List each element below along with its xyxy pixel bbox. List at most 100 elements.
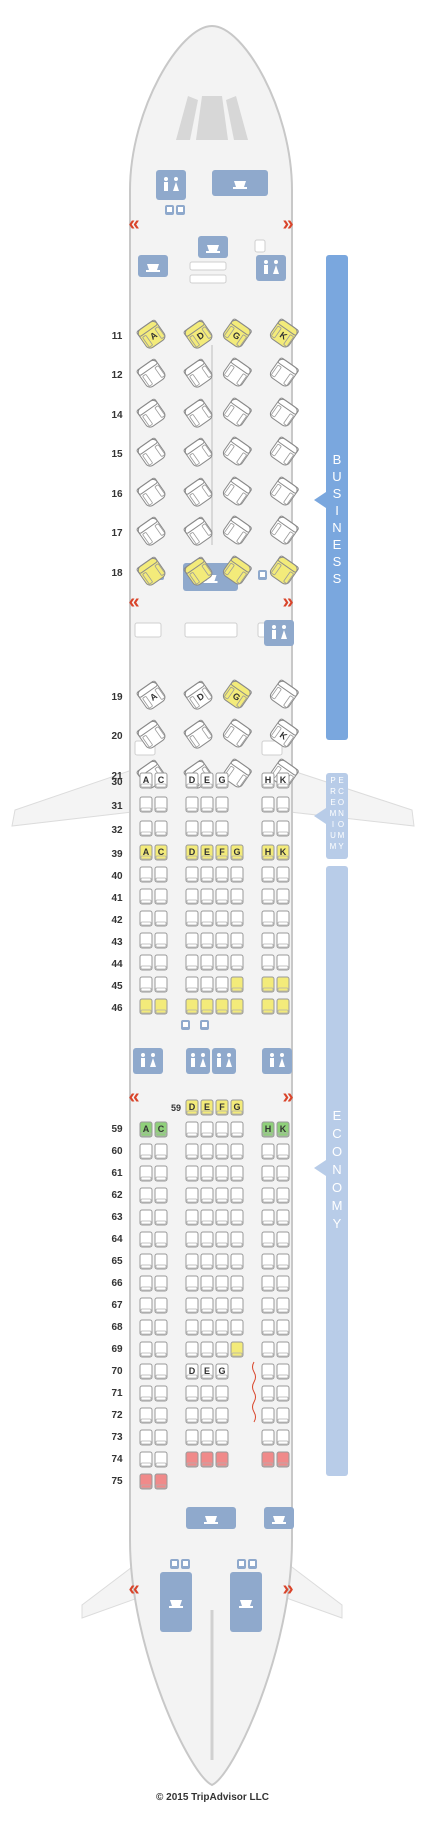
seat-cushion bbox=[186, 783, 198, 788]
business-seat bbox=[222, 555, 252, 585]
seat bbox=[185, 1231, 199, 1248]
seat-arm bbox=[201, 563, 212, 576]
row-number: 15 bbox=[111, 449, 123, 460]
seat: A bbox=[139, 844, 153, 861]
seat-body bbox=[215, 1341, 229, 1358]
seat-cushion bbox=[262, 831, 274, 836]
seat-body bbox=[139, 888, 153, 905]
seat-body bbox=[261, 1275, 275, 1292]
seat-arm bbox=[201, 523, 212, 536]
cup-icon bbox=[234, 181, 246, 187]
seat-arm bbox=[224, 325, 235, 339]
seat-cushion bbox=[262, 1264, 274, 1269]
seat-cushion bbox=[155, 1264, 167, 1269]
seat-cushion bbox=[277, 1264, 289, 1269]
seat-cushion bbox=[262, 855, 274, 860]
seat-cushion bbox=[186, 831, 198, 836]
business-seat: D bbox=[183, 319, 213, 349]
seat-arm bbox=[154, 563, 165, 576]
seat-arm bbox=[189, 374, 200, 387]
seat-cushion bbox=[231, 1110, 243, 1115]
business-label-letter: E bbox=[333, 537, 342, 552]
seat-letter: E bbox=[204, 847, 210, 857]
seat-cushion bbox=[140, 1374, 152, 1379]
seat-cushion bbox=[262, 1154, 274, 1159]
seat-cushion bbox=[140, 1264, 152, 1269]
row-number: 20 bbox=[111, 731, 123, 742]
seat-cushion bbox=[186, 1440, 198, 1445]
seat-cushion bbox=[216, 1264, 228, 1269]
seat-body bbox=[154, 976, 168, 993]
seat-arm bbox=[271, 522, 282, 536]
seat-cushion bbox=[201, 1220, 213, 1225]
seat-cushion bbox=[262, 1308, 274, 1313]
seat-arm bbox=[283, 734, 294, 747]
seat-cushion bbox=[155, 899, 167, 904]
saucer-icon bbox=[206, 251, 220, 253]
row-number: 19 bbox=[111, 692, 123, 703]
seat-cushion bbox=[186, 1418, 198, 1423]
seat-cushion bbox=[262, 943, 274, 948]
seat bbox=[215, 1209, 229, 1226]
seat bbox=[154, 1363, 168, 1380]
seat-cushion bbox=[216, 965, 228, 970]
seat: K bbox=[276, 844, 290, 861]
seat-body bbox=[200, 1121, 214, 1138]
row-number: 42 bbox=[111, 915, 123, 926]
exit-arrow-right: » bbox=[282, 1086, 293, 1108]
seat-body bbox=[154, 910, 168, 927]
seat: D bbox=[185, 844, 199, 861]
cup-icon bbox=[207, 245, 219, 251]
seat-body bbox=[261, 1363, 275, 1380]
seat-back bbox=[136, 358, 158, 376]
seat-cushion bbox=[186, 1110, 198, 1115]
seat-body bbox=[154, 932, 168, 949]
seat-body bbox=[200, 1429, 214, 1446]
seat-body bbox=[230, 888, 244, 905]
seat-cushion bbox=[216, 1440, 228, 1445]
seat-body bbox=[261, 1253, 275, 1270]
seat bbox=[215, 1319, 229, 1336]
seat-cushion bbox=[155, 1198, 167, 1203]
business-seat bbox=[269, 515, 299, 545]
seat-body bbox=[215, 1275, 229, 1292]
seat-cushion bbox=[216, 1220, 228, 1225]
seat bbox=[276, 1165, 290, 1182]
seat bbox=[230, 976, 244, 993]
seat bbox=[185, 910, 199, 927]
copyright-text: © 2015 TripAdvisor LLC bbox=[156, 1792, 269, 1803]
seat bbox=[276, 1451, 290, 1468]
seat-cushion bbox=[186, 1132, 198, 1137]
business-seat bbox=[222, 436, 252, 466]
seat-cushion bbox=[262, 1352, 274, 1357]
seat bbox=[276, 1429, 290, 1446]
seat-body bbox=[185, 1451, 199, 1468]
row-number: 64 bbox=[111, 1234, 123, 1245]
seat-cushion bbox=[277, 921, 289, 926]
lavatory-box bbox=[262, 1048, 292, 1074]
seat-cushion bbox=[231, 1132, 243, 1137]
seat-arm bbox=[271, 686, 282, 700]
seat-body bbox=[154, 888, 168, 905]
seat-cushion bbox=[277, 1009, 289, 1014]
seat-body bbox=[261, 1231, 275, 1248]
business-seat: D bbox=[183, 680, 213, 710]
seat-body bbox=[215, 1209, 229, 1226]
seat-cushion bbox=[216, 831, 228, 836]
seat-cushion bbox=[140, 1132, 152, 1137]
seat-arm bbox=[142, 532, 153, 545]
seat-arm bbox=[142, 735, 153, 748]
seat bbox=[276, 1143, 290, 1160]
seat-cushion bbox=[231, 1308, 243, 1313]
business-seat: K bbox=[269, 318, 299, 348]
seat-cushion bbox=[201, 1264, 213, 1269]
seat-body bbox=[139, 932, 153, 949]
seat-body bbox=[139, 1231, 153, 1248]
cup-icon bbox=[273, 1516, 285, 1522]
seat bbox=[276, 932, 290, 949]
seat bbox=[200, 910, 214, 927]
person-icon bbox=[272, 630, 276, 639]
seat-body bbox=[200, 954, 214, 971]
seat bbox=[185, 796, 199, 813]
seat-body bbox=[261, 1165, 275, 1182]
